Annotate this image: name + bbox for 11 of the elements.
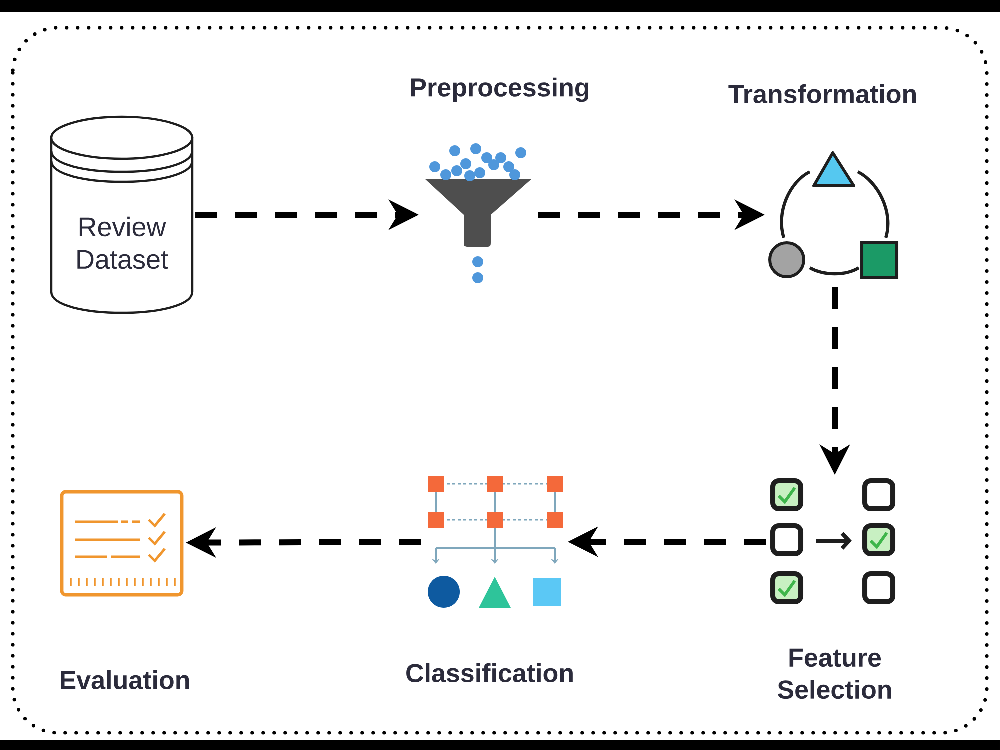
shapes-cycle-icon	[768, 152, 898, 280]
step-label: Evaluation	[61, 670, 190, 690]
step-label: Feature Selection	[778, 648, 892, 700]
checkbox-selection-icon	[770, 478, 896, 604]
step-label: Transformation	[728, 84, 916, 104]
step-label: Classification	[406, 663, 573, 683]
checklist-icon	[60, 490, 184, 597]
step-label: Preprocessing	[411, 78, 589, 102]
hierarchy-shapes-icon	[428, 476, 563, 608]
database-cylinder: Review Dataset	[50, 116, 194, 314]
funnel-icon	[425, 144, 532, 284]
